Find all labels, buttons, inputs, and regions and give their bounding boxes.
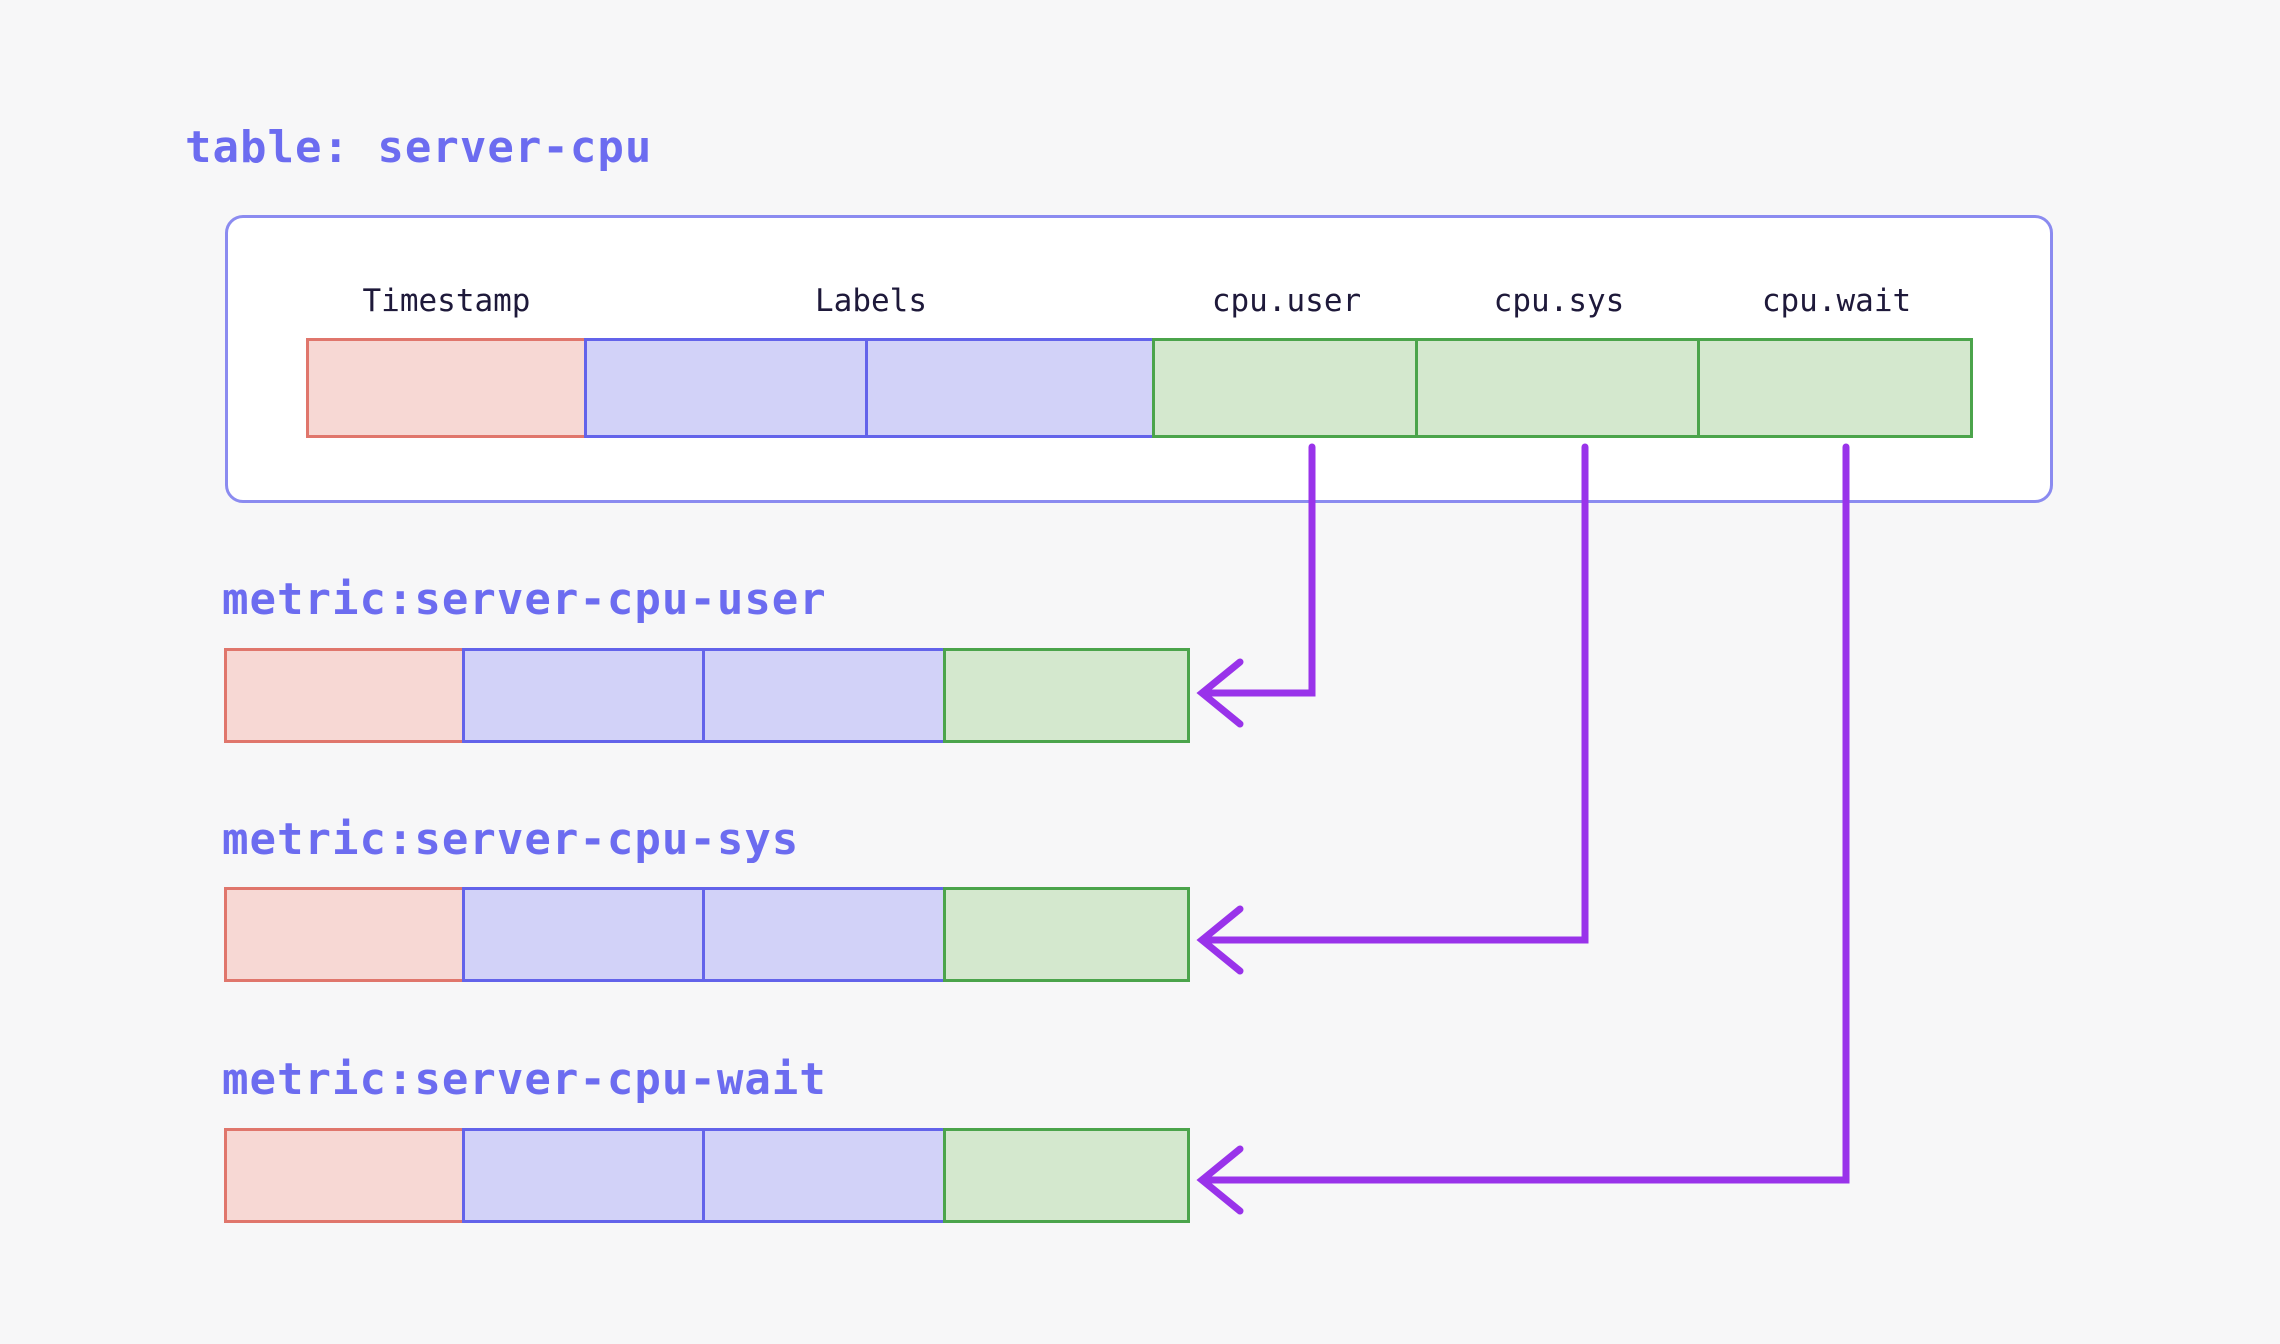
- metric-user-value-cell: [943, 648, 1190, 743]
- left-arrow-icon: [1196, 658, 1244, 728]
- arrow-line-cpu-sys: [1204, 443, 1589, 944]
- table-labels-cell-2: [865, 338, 1158, 438]
- metric-user-labels-cell-2: [702, 648, 946, 743]
- table-labels-cell-1: [584, 338, 871, 438]
- table-cpu-sys-cell: [1415, 338, 1703, 438]
- column-header-cpu-user: cpu.user: [1211, 283, 1362, 319]
- arrow-line-cpu-wait: [1204, 443, 1850, 1184]
- metric-label-cpu-user: metric:server-cpu-user: [222, 574, 827, 625]
- column-header-timestamp: Timestamp: [362, 283, 531, 319]
- connector-arrow-cpu-wait: [1196, 443, 1850, 1215]
- metric-label-cpu-sys: metric:server-cpu-sys: [222, 814, 800, 865]
- table-cpu-user-cell: [1152, 338, 1421, 438]
- column-header-cpu-sys: cpu.sys: [1493, 283, 1625, 319]
- metric-sys-timestamp-cell: [224, 887, 465, 982]
- left-arrow-icon: [1196, 905, 1244, 975]
- metric-wait-labels-cell-2: [702, 1128, 946, 1223]
- left-arrow-icon: [1196, 1145, 1244, 1215]
- metric-sys-labels-cell-2: [702, 887, 946, 982]
- metric-label-cpu-wait: metric:server-cpu-wait: [222, 1054, 827, 1105]
- column-header-cpu-wait: cpu.wait: [1761, 283, 1912, 319]
- metric-wait-timestamp-cell: [224, 1128, 465, 1223]
- table-title: table: server-cpu: [185, 122, 653, 173]
- table-cpu-wait-cell: [1697, 338, 1973, 438]
- metric-wait-labels-cell-1: [462, 1128, 705, 1223]
- connector-arrow-cpu-sys: [1196, 443, 1589, 975]
- metric-sys-labels-cell-1: [462, 887, 705, 982]
- metric-user-timestamp-cell: [224, 648, 465, 743]
- column-header-labels: Labels: [815, 283, 927, 319]
- table-timestamp-cell: [306, 338, 587, 438]
- metric-sys-value-cell: [943, 887, 1190, 982]
- metric-user-labels-cell-1: [462, 648, 705, 743]
- metric-wait-value-cell: [943, 1128, 1190, 1223]
